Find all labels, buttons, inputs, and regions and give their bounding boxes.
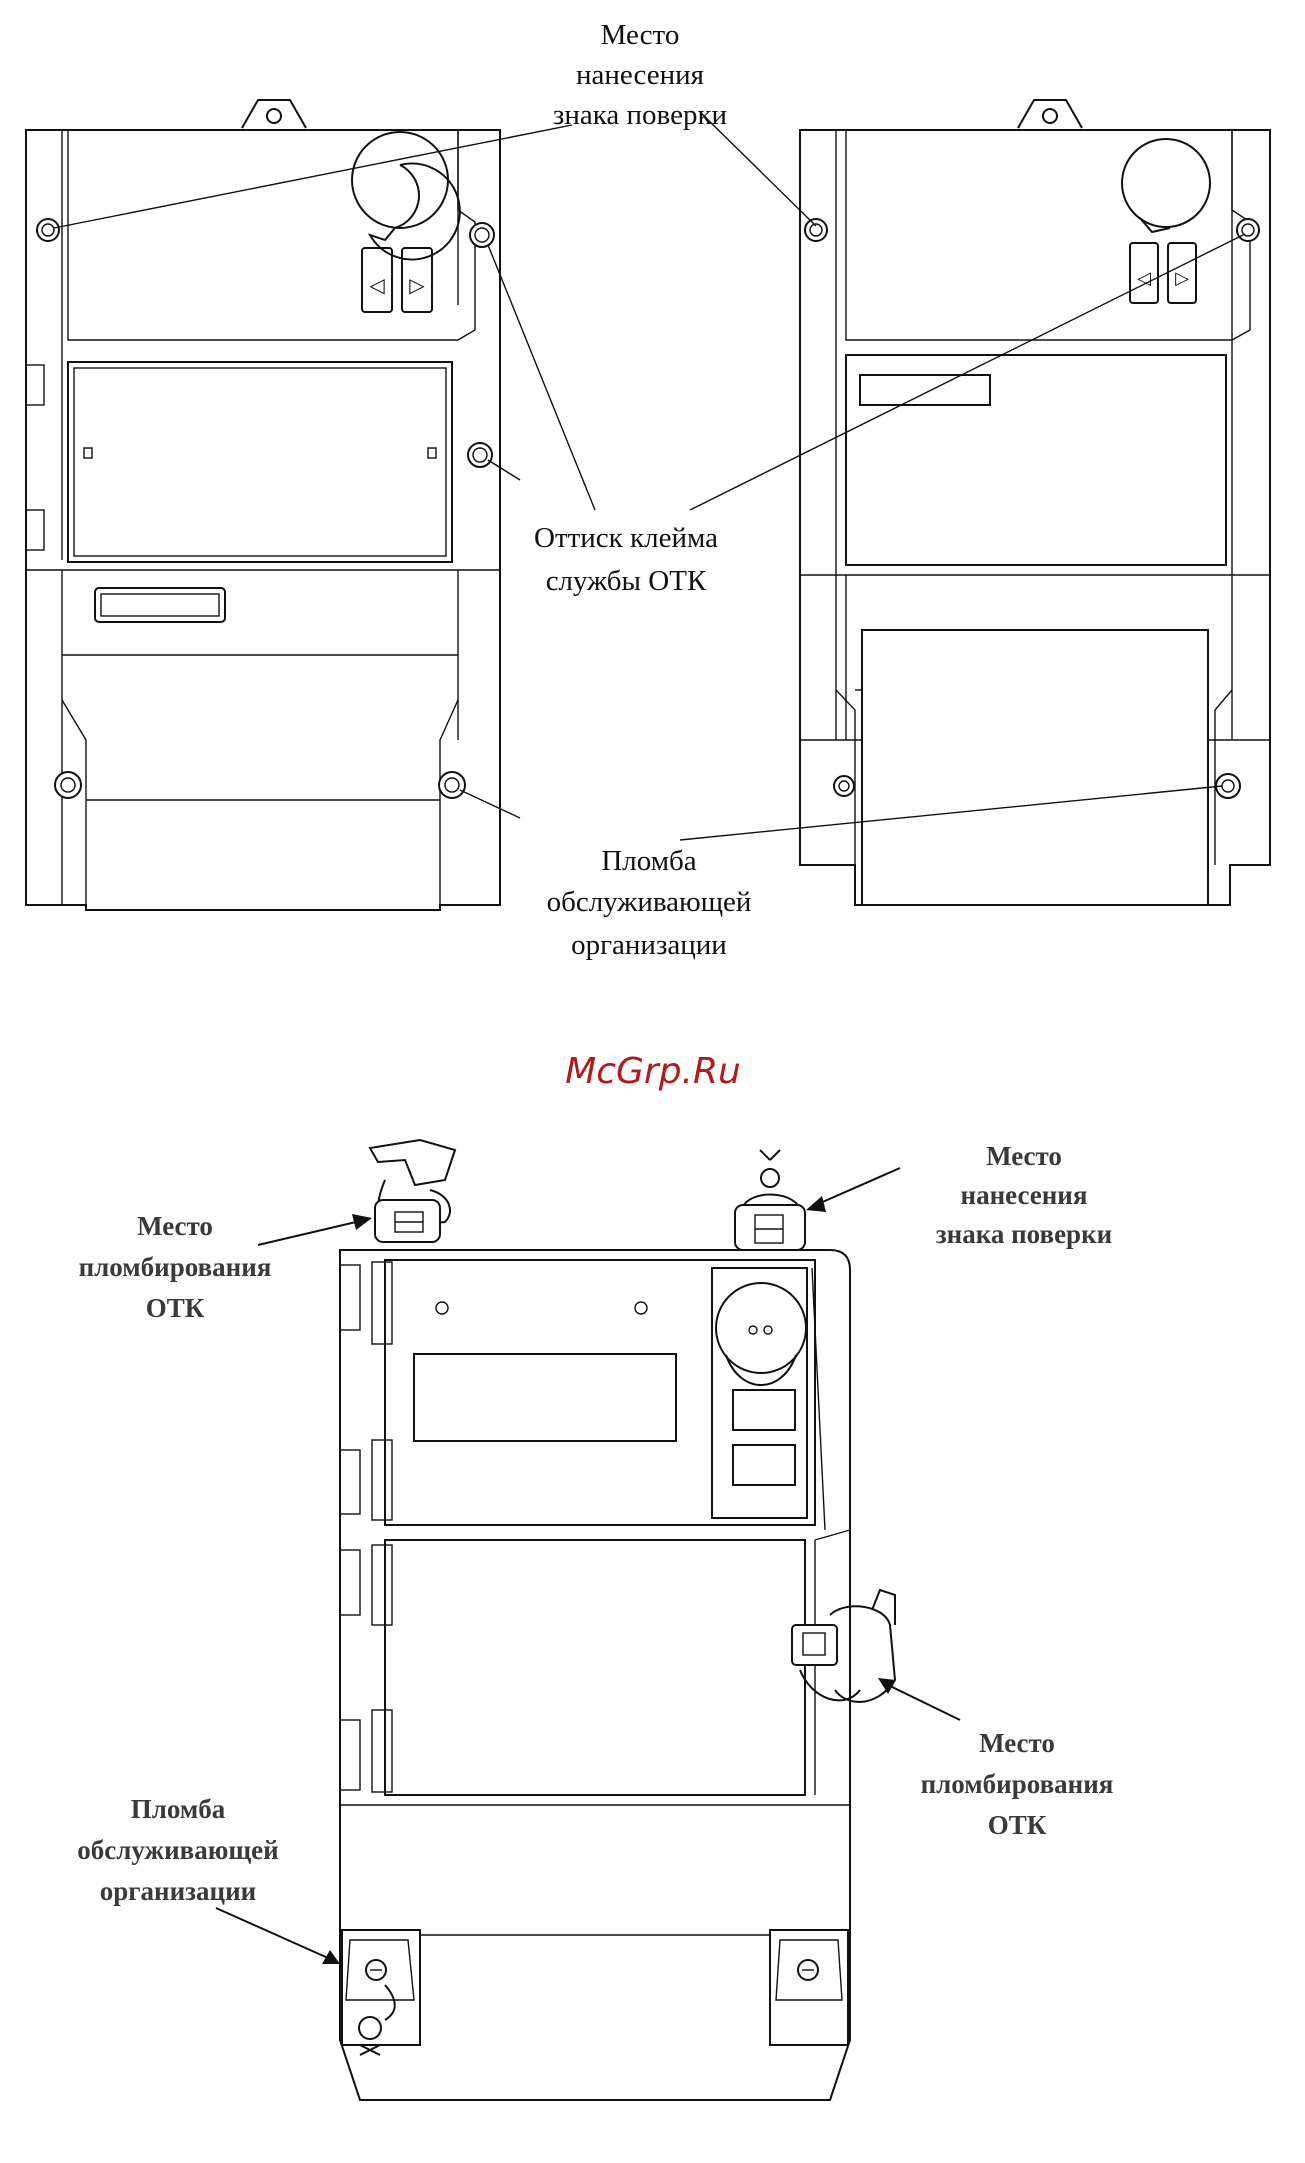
label-otk-seal-left-line-1: Место	[137, 1211, 213, 1241]
top-labels: Место нанесения знака поверки Оттиск кле…	[54, 19, 1245, 961]
label-service-seal-line-2: обслуживающей	[547, 886, 752, 918]
label-verification-mark-bottom-line-3: знака поверки	[936, 1219, 1112, 1249]
label-otk-seal-right-line-3: ОТК	[988, 1810, 1047, 1840]
meter-front-right: ◁ ▷	[800, 100, 1270, 905]
meter-front-left: ◁ ▷	[26, 100, 500, 910]
svg-text:▷: ▷	[1175, 268, 1189, 289]
svg-text:▷: ▷	[409, 273, 425, 297]
label-service-seal-line-3: организации	[571, 929, 727, 961]
bottom-labels: Место пломбирования ОТК Место нанесения …	[77, 1141, 1113, 1964]
meter-bottom-isometric	[340, 1140, 895, 2100]
label-otk-seal-right-line-1: Место	[979, 1728, 1055, 1758]
label-service-seal-bottom-line-2: обслуживающей	[77, 1835, 278, 1865]
label-otk-seal-right-line-2: пломбирования	[921, 1769, 1114, 1799]
label-verification-mark-line-3: знака поверки	[553, 99, 727, 131]
label-service-seal-bottom-line-1: Пломба	[131, 1794, 226, 1824]
label-otk-seal-left-line-3: ОТК	[146, 1293, 205, 1323]
label-verification-mark-bottom-line-2: нанесения	[961, 1180, 1088, 1210]
watermark-text: McGrp.Ru	[565, 1051, 741, 1092]
label-otk-seal-left-line-2: пломбирования	[79, 1252, 272, 1282]
label-verification-mark-line-2: нанесения	[576, 59, 704, 91]
label-otk-stamp-line-1: Оттиск клейма	[534, 522, 718, 554]
label-service-seal-bottom-line-3: организации	[100, 1876, 256, 1906]
label-verification-mark-bottom-line-1: Место	[986, 1141, 1062, 1171]
label-otk-stamp-line-2: службы ОТК	[546, 565, 707, 597]
label-service-seal-line-1: Пломба	[601, 845, 696, 877]
svg-text:◁: ◁	[368, 273, 385, 297]
label-verification-mark-line-1: Место	[601, 19, 680, 51]
